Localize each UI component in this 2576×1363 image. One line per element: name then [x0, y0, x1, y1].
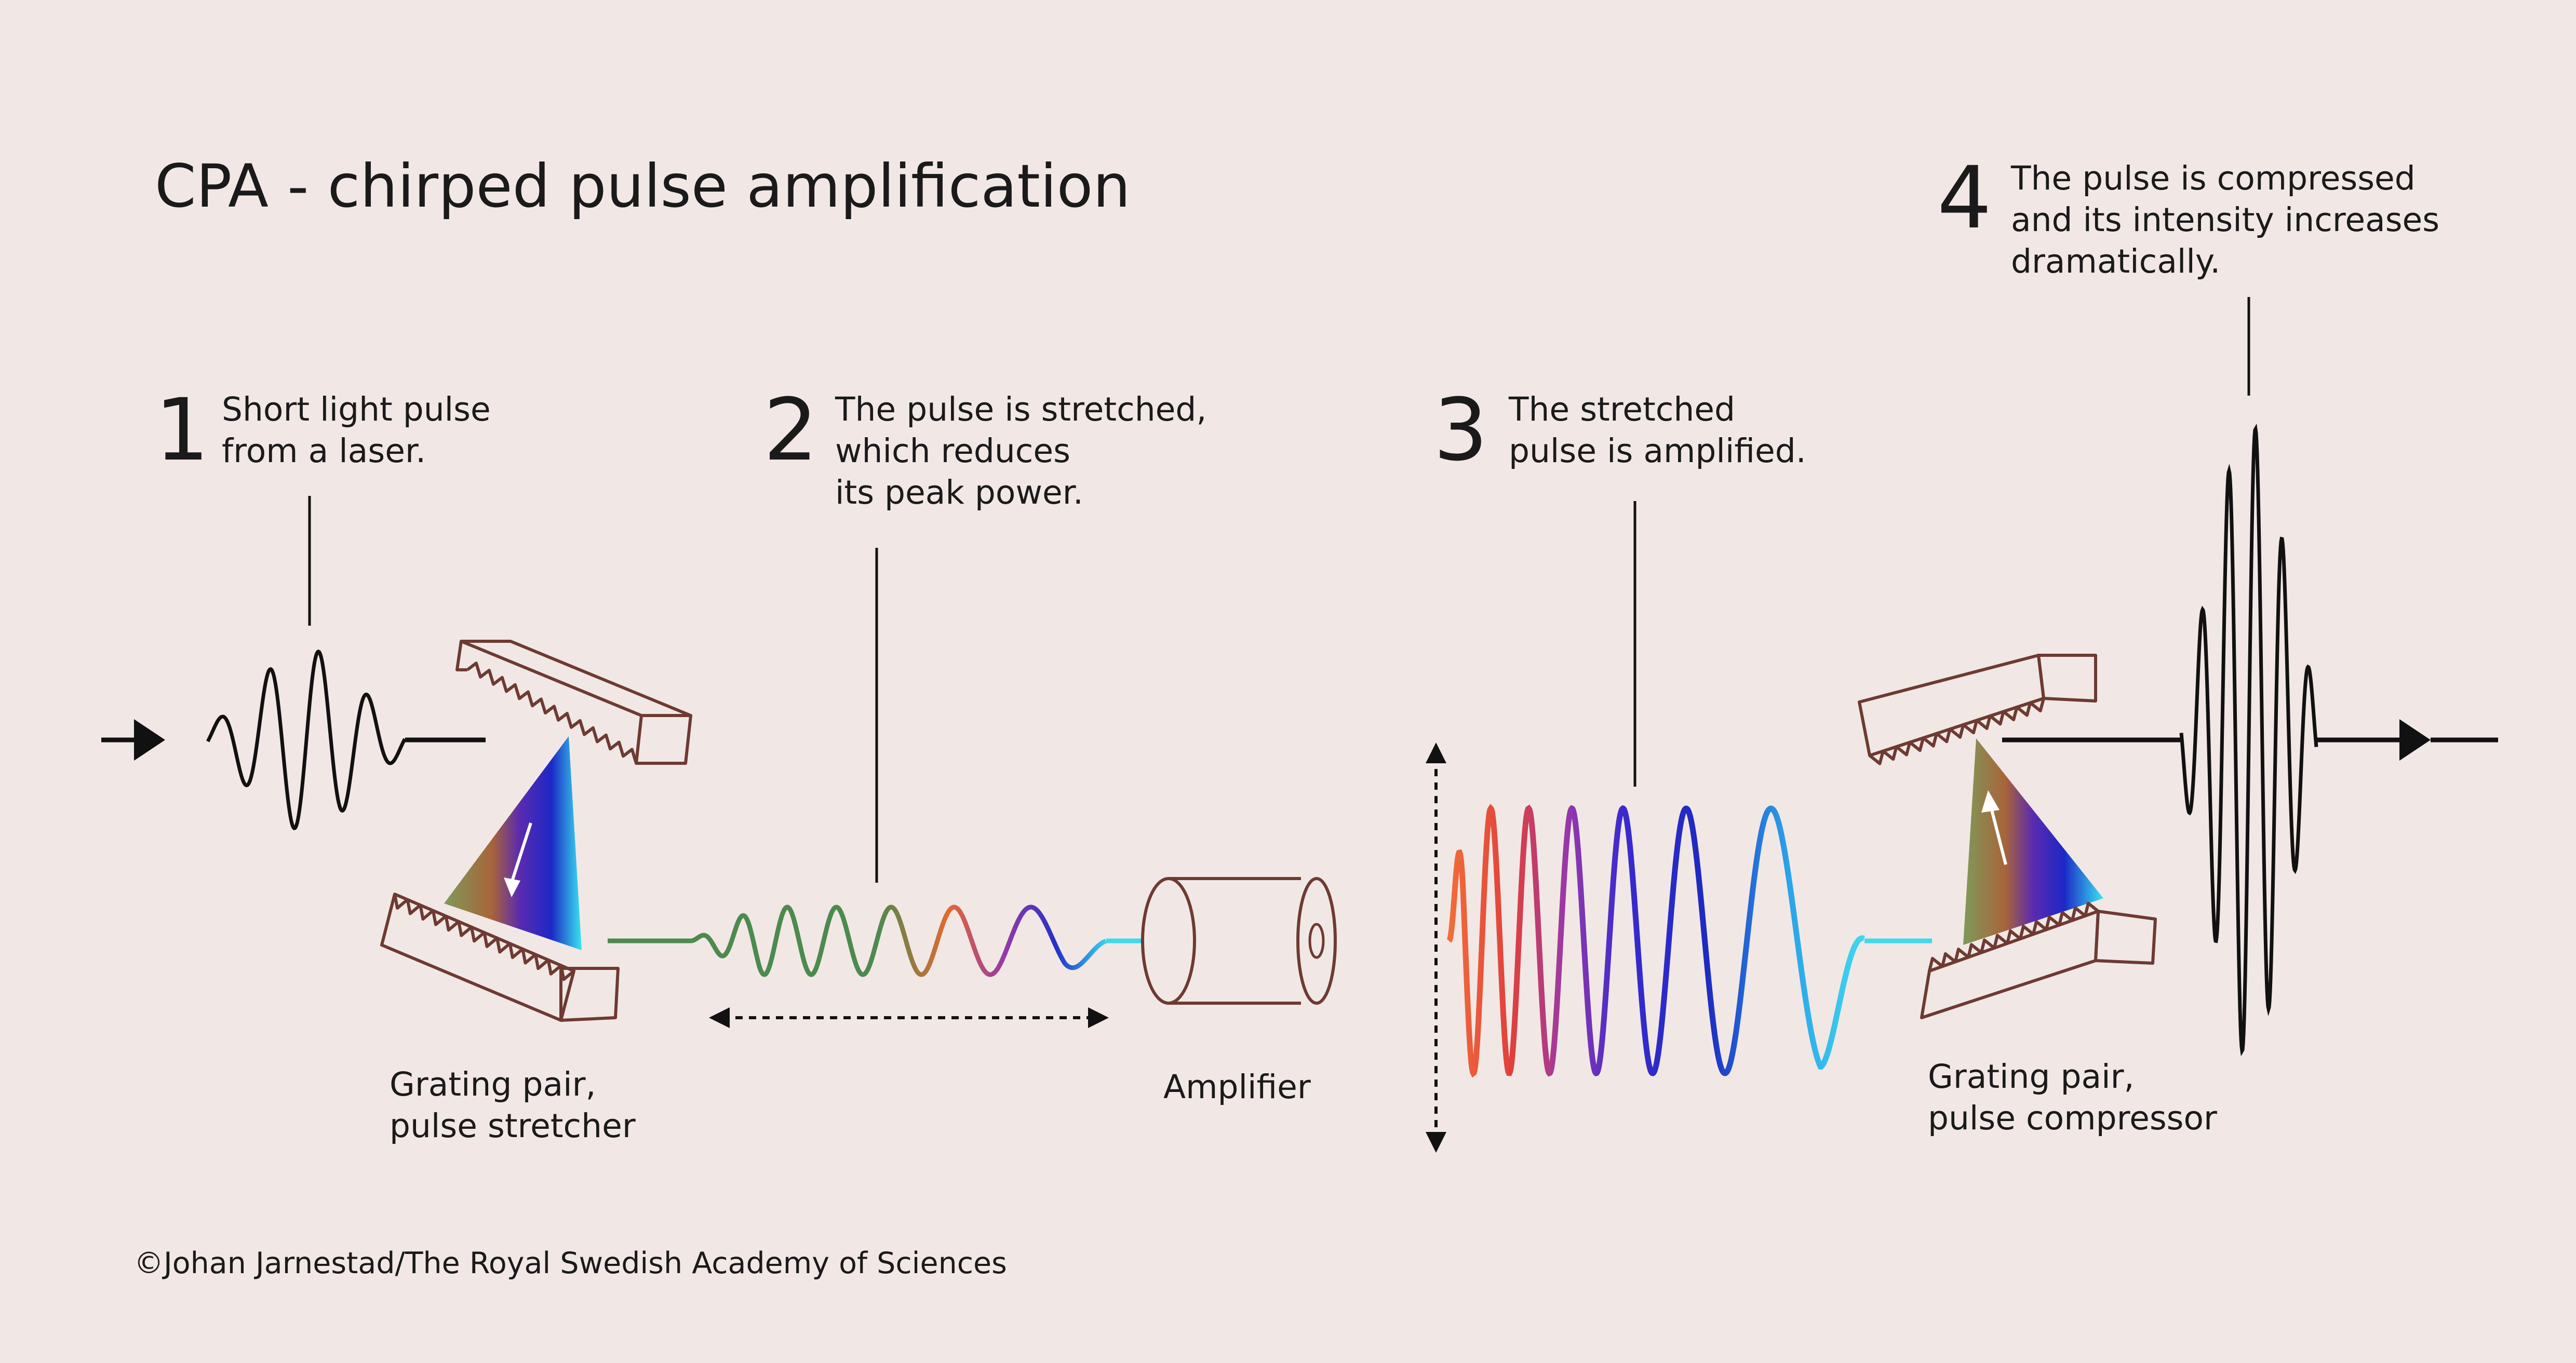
short-pulse-wave — [206, 649, 407, 830]
step-1-callout: 1 Short light pulse from a laser. — [155, 380, 491, 626]
stretcher-dispersion-fan — [444, 736, 582, 950]
step-2-line-3: its peak power. — [835, 474, 1083, 511]
step-2-callout: 2 The pulse is stretched, which reduces … — [763, 380, 1206, 883]
step-1-line-1: Short light pulse — [222, 390, 491, 428]
amplifier-back-face — [1141, 877, 1196, 1005]
amplified-pulse — [1426, 743, 1932, 1153]
step-4-callout: 4 The pulse is compressed and its intens… — [1937, 148, 2439, 396]
step-2-line-1: The pulse is stretched, — [835, 390, 1206, 428]
step-1-number: 1 — [155, 380, 209, 480]
stretcher-label-line-2: pulse stretcher — [390, 1107, 636, 1145]
compressor-beam-direction-line — [1990, 809, 2007, 865]
stretcher-grating-lower — [380, 893, 620, 1022]
stretch-arrow-right-icon — [1088, 1007, 1109, 1028]
step-2-number: 2 — [763, 380, 818, 480]
stretched-pulse — [608, 905, 1109, 1028]
stretcher-beam-direction-line — [510, 822, 532, 883]
stretcher-label-line-1: Grating pair, — [390, 1065, 596, 1103]
amplifier-label: Amplifier — [1163, 1068, 1311, 1106]
compressor-dispersion-fan — [1963, 738, 2103, 945]
step-3-callout: 3 The stretched pulse is amplified. — [1433, 380, 1806, 787]
compressor-label-line-1: Grating pair, — [1928, 1058, 2135, 1096]
compressor-direction-arrow-icon — [1981, 790, 2000, 813]
step-3-line-1: The stretched — [1508, 390, 1735, 428]
amplifier-front-face — [1296, 877, 1337, 1005]
compressor-grating-upper — [1858, 654, 2097, 765]
step-3-line-2: pulse is amplified. — [1509, 432, 1806, 470]
input-beam — [101, 649, 486, 830]
input-arrow-icon — [134, 719, 165, 761]
amplifier-aperture — [1308, 923, 1325, 959]
compressor-label-line-2: pulse compressor — [1928, 1099, 2217, 1137]
compressor-grating-lower — [1920, 901, 2157, 1019]
diagram-title: CPA - chirped pulse amplification — [155, 152, 1131, 221]
step-4-number: 4 — [1937, 148, 1992, 248]
stretcher-direction-arrow-icon — [504, 878, 520, 897]
stretcher-grating-pair — [380, 640, 692, 1022]
image-credit: ©Johan Jarnestad/The Royal Swedish Acade… — [134, 1246, 1007, 1280]
amplitude-arrow-down-icon — [1426, 1132, 1446, 1153]
amplitude-arrow-up-icon — [1426, 743, 1446, 763]
compressed-pulse-wave — [2179, 423, 2318, 1057]
compressor-grating-pair — [1858, 654, 2157, 1019]
step-4-line-1: The pulse is compressed — [2010, 159, 2416, 197]
output-arrow-icon — [2399, 719, 2431, 761]
step-2-line-2: which reduces — [835, 432, 1070, 470]
output-beam — [2002, 423, 2498, 1057]
stretcher-grating-upper — [455, 640, 692, 765]
step-4-line-2: and its intensity increases — [2011, 201, 2439, 239]
step-4-line-3: dramatically. — [2011, 242, 2220, 280]
amplifier — [1106, 877, 1433, 1005]
stretched-pulse-wave — [690, 905, 1107, 977]
step-1-line-2: from a laser. — [222, 432, 426, 470]
step-3-number: 3 — [1433, 380, 1488, 480]
stretch-arrow-left-icon — [709, 1007, 730, 1028]
amplified-pulse-wave — [1446, 804, 1865, 1078]
